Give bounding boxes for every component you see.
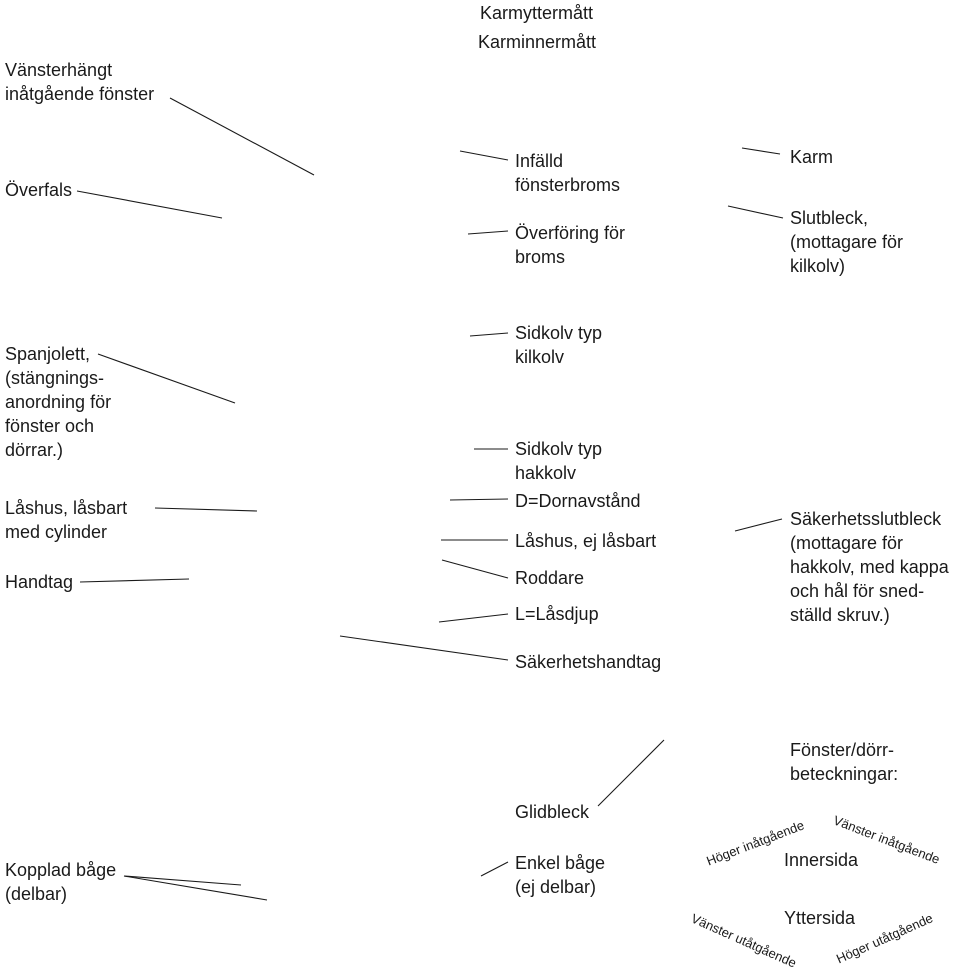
leader-sakerhetsslutbleck	[734, 518, 783, 532]
leader-slutbleck	[727, 205, 784, 219]
leader-enkel-bage	[480, 861, 509, 877]
label-vansterhangt-inatgaende-fonster: Vänsterhängt inåtgående fönster	[5, 60, 155, 104]
label-karminnermatt: Karminnermått	[478, 32, 597, 52]
label-infalld-fonsterbroms: Infälld fönsterbroms	[515, 151, 621, 195]
leader-karm	[741, 147, 781, 155]
leader-lashus-lasbart	[154, 507, 258, 512]
label-kopplad-bage: Kopplad båge (delbar)	[5, 860, 117, 904]
label-sakerhetshandtag: Säkerhetshandtag	[515, 652, 662, 672]
label-sakerhetsslutbleck: Säkerhetsslutbleck (mottagare för hakkol…	[790, 509, 949, 625]
leader-roddare	[441, 559, 509, 579]
label-karmyttermatt: Karmyttermått	[480, 3, 594, 23]
label-enkel-bage: Enkel båge (ej delbar)	[515, 853, 606, 897]
label-slutbleck: Slutbleck, (mottagare för kilkolv)	[790, 208, 904, 276]
leader-lasdjup	[438, 613, 509, 623]
leader-overfals	[76, 190, 223, 219]
label-karm: Karm	[790, 147, 834, 167]
leader-vansterhangt	[169, 97, 315, 176]
leader-spanjolett	[97, 353, 236, 404]
label-sidkolv-hakkolv: Sidkolv typ hakkolv	[515, 439, 603, 483]
legend-innersida: Innersida	[784, 850, 859, 870]
leader-kopplad-bage-2	[123, 875, 268, 901]
leader-dornavstand	[449, 498, 509, 501]
label-roddare: Roddare	[515, 568, 585, 588]
label-glidbleck: Glidbleck	[515, 802, 590, 822]
label-overforing-for-broms: Överföring för broms	[515, 223, 626, 267]
leader-kopplad-bage-1	[123, 875, 242, 886]
label-dornavstand: D=Dornavstånd	[515, 491, 641, 511]
legend-yttersida: Yttersida	[784, 908, 856, 928]
leader-sidkolv-kilkolv	[469, 332, 509, 337]
leader-sakerhetshandtag	[339, 635, 509, 661]
label-overfals: Överfals	[5, 180, 73, 200]
label-lashus-ej-lasbart: Låshus, ej låsbart	[515, 531, 657, 551]
leader-overforing-broms	[467, 230, 509, 235]
label-spanjolett: Spanjolett, (stängnings- anordning för f…	[5, 344, 112, 460]
label-lashus-lasbart: Låshus, låsbart med cylinder	[5, 498, 128, 542]
label-sidkolv-kilkolv: Sidkolv typ kilkolv	[515, 323, 603, 367]
label-fonster-dorr-beteckningar: Fönster/dörr- beteckningar:	[790, 740, 899, 784]
leader-infalld-fonsterbroms	[459, 150, 509, 161]
leader-glidbleck	[597, 739, 665, 807]
label-lasdjup: L=Låsdjup	[515, 604, 599, 624]
label-handtag: Handtag	[5, 572, 74, 592]
leader-handtag	[79, 578, 190, 583]
